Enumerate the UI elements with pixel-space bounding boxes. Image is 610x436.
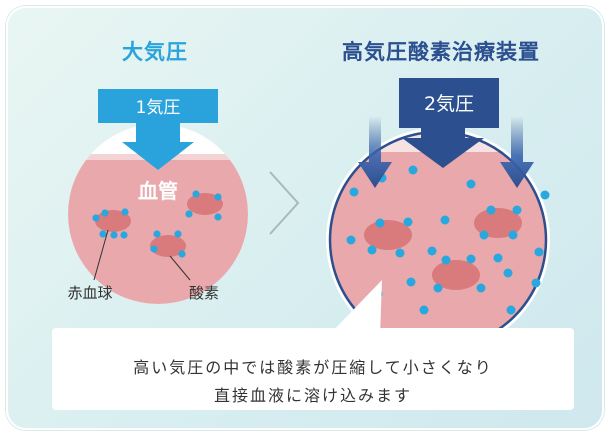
oxygen-dot	[440, 215, 450, 225]
oxygen-dot	[403, 217, 413, 227]
explanation-callout: 高い気圧の中では酸素が圧縮して小さくなり 直接血液に溶け込みます	[52, 328, 574, 410]
oxygen-dot	[153, 230, 161, 238]
oxygen-dot	[534, 247, 544, 257]
oxygen-dot	[120, 231, 128, 239]
oxygen-dot	[531, 278, 541, 288]
oxygen-dot	[466, 254, 476, 264]
oxygen-dot	[493, 253, 503, 263]
oxygen-dot	[174, 230, 182, 238]
pressure-label-right: 2気圧	[424, 93, 474, 115]
oxygen-dot	[346, 235, 356, 245]
pressure-label-box-left	[98, 89, 218, 123]
oxygen-dot	[185, 210, 193, 218]
oxygen-dot	[178, 250, 186, 258]
pressure-arrow-side-right	[500, 116, 534, 188]
oxygen-dot	[466, 179, 476, 189]
oxygen-dot	[540, 190, 550, 200]
normal-pressure-diagram: 1気圧 血管 赤血球 酸素	[67, 89, 248, 304]
title-hyperbaric-chamber: 高気圧酸素治療装置	[342, 40, 540, 64]
rbc-label: 赤血球	[67, 284, 112, 302]
oxygen-dot	[508, 230, 518, 240]
red-blood-cell	[364, 220, 412, 250]
oxygen-dot	[479, 230, 489, 240]
oxygen-dot	[99, 230, 107, 238]
oxygen-dot	[101, 209, 109, 217]
oxygen-label: 酸素	[189, 284, 219, 302]
title-atmospheric-pressure: 大気圧	[122, 40, 188, 64]
oxygen-dot	[427, 246, 437, 256]
pressure-arrow-right	[402, 128, 484, 168]
red-blood-cell	[150, 235, 186, 257]
callout-pointer	[328, 280, 382, 336]
oxygen-dot	[476, 283, 486, 293]
oxygen-dot	[150, 245, 158, 253]
oxygen-dot	[503, 268, 513, 278]
pressure-label-left: 1気圧	[136, 98, 181, 118]
callout-text-line-1: 高い気圧の中では酸素が圧縮して小さくなり	[133, 358, 493, 377]
oxygen-dot	[214, 213, 222, 221]
red-blood-cell	[187, 193, 223, 215]
diagram-card: 大気圧 高気圧酸素治療装置	[6, 6, 604, 430]
oxygen-dot	[110, 231, 118, 239]
oxygen-dot	[375, 218, 385, 228]
oxygen-dot	[406, 277, 416, 287]
oxygen-dot	[214, 193, 222, 201]
oxygen-leader-line	[169, 255, 191, 281]
vessel-label: 血管	[138, 179, 178, 203]
oxygen-dot	[512, 205, 522, 215]
pressure-arrow-side-left	[358, 116, 392, 188]
rbc-leader-line	[93, 229, 109, 281]
callout-text-line-2: 直接血液に溶け込みます	[213, 386, 412, 405]
oxygen-dot	[486, 205, 496, 215]
red-blood-cell	[474, 208, 522, 238]
oxygen-dot	[367, 245, 377, 255]
oxygen-dot	[433, 283, 443, 293]
oxygen-dot	[349, 187, 359, 197]
oxygen-dot	[408, 165, 418, 175]
oxygen-dot	[121, 208, 129, 216]
red-blood-cell	[432, 260, 480, 290]
oxygen-dot	[192, 190, 200, 198]
pressure-arrow-left	[122, 123, 194, 170]
oxygen-dot	[419, 305, 429, 315]
chevron-right-icon	[269, 171, 300, 235]
oxygen-dot	[506, 305, 516, 315]
pressure-label-box-right	[399, 78, 499, 128]
oxygen-dot	[395, 248, 405, 258]
oxygen-dot	[92, 214, 100, 222]
oxygen-dot	[441, 255, 451, 265]
